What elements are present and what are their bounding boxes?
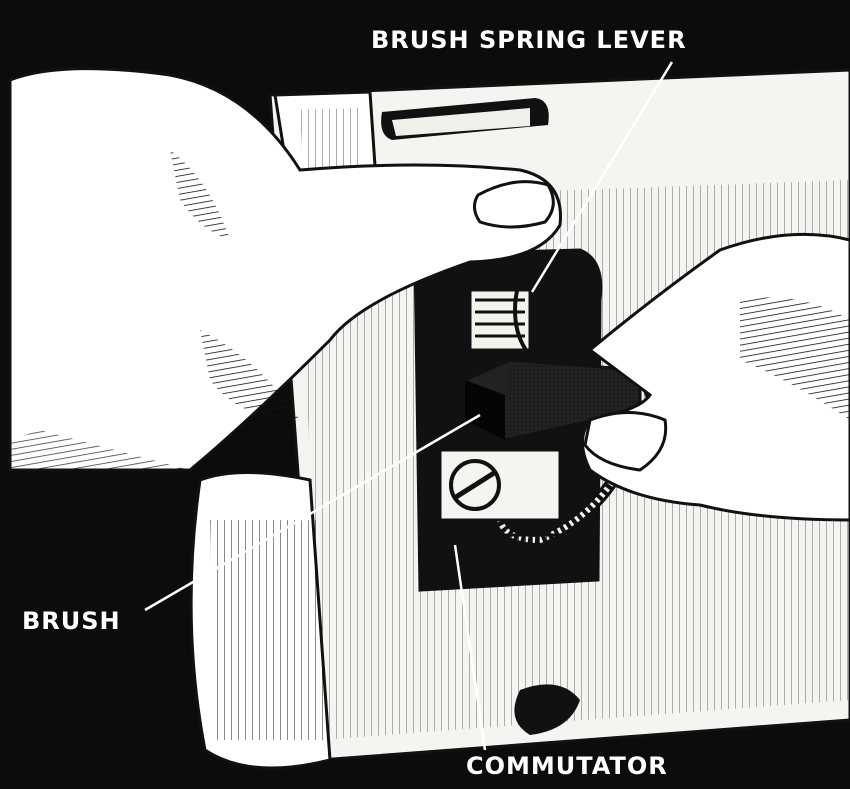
label-brush-spring-lever: BRUSH SPRING LEVER	[371, 28, 687, 52]
commutator-band	[430, 535, 590, 575]
terminal-screw	[440, 450, 560, 520]
end-cap	[191, 473, 330, 769]
label-commutator: COMMUTATOR	[466, 754, 668, 778]
label-brush: BRUSH	[22, 609, 121, 633]
